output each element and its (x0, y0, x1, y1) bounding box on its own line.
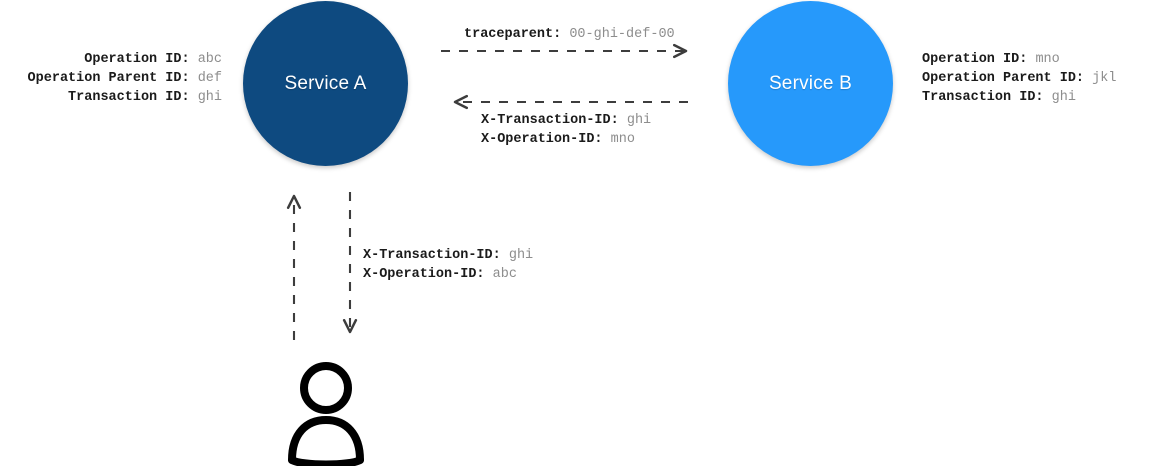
metadata-key: Transaction ID: (68, 90, 190, 105)
metadata-key: Operation ID: (84, 52, 190, 67)
header-key: X-Operation-ID: (481, 132, 603, 147)
metadata-row: Operation ID: mno (922, 50, 1157, 69)
service-a-metadata: Operation ID: abc Operation Parent ID: d… (0, 50, 222, 107)
metadata-row: Operation Parent ID: def (0, 69, 222, 88)
header-key: traceparent: (464, 27, 562, 42)
header-value: ghi (626, 113, 652, 128)
service-b-label: Service B (768, 72, 853, 94)
user-response-headers-label: X-Transaction-ID: ghi X-Operation-ID: ab… (363, 246, 533, 284)
header-value: ghi (508, 248, 534, 263)
header-row: X-Transaction-ID: ghi (481, 111, 651, 130)
header-row: traceparent: 00-ghi-def-00 (464, 25, 675, 44)
header-key: X-Transaction-ID: (481, 113, 619, 128)
metadata-value: def (197, 71, 222, 86)
header-row: X-Operation-ID: mno (481, 130, 651, 149)
header-value: 00-ghi-def-00 (569, 27, 675, 42)
header-key: X-Operation-ID: (363, 267, 485, 282)
service-a-node[interactable]: Service A (243, 1, 408, 166)
metadata-row: Transaction ID: ghi (922, 88, 1157, 107)
metadata-row: Transaction ID: ghi (0, 88, 222, 107)
service-a-label: Service A (284, 72, 367, 94)
metadata-row: Operation ID: abc (0, 50, 222, 69)
service-b-metadata: Operation ID: mno Operation Parent ID: j… (922, 50, 1157, 107)
metadata-value: mno (1035, 52, 1060, 67)
header-value: mno (610, 132, 635, 147)
metadata-key: Operation ID: (922, 52, 1028, 67)
metadata-key: Transaction ID: (922, 90, 1044, 105)
traceparent-label: traceparent: 00-ghi-def-00 (464, 25, 675, 44)
header-value: abc (492, 267, 517, 282)
metadata-key: Operation Parent ID: (27, 71, 190, 86)
user-icon (288, 362, 364, 466)
header-row: X-Transaction-ID: ghi (363, 246, 533, 265)
metadata-value: ghi (1051, 90, 1076, 105)
response-headers-label: X-Transaction-ID: ghi X-Operation-ID: mn… (481, 111, 651, 149)
metadata-row: Operation Parent ID: jkl (922, 69, 1157, 88)
metadata-value: jkl (1092, 71, 1117, 86)
metadata-value: ghi (197, 90, 222, 105)
header-row: X-Operation-ID: abc (363, 265, 533, 284)
metadata-value: abc (197, 52, 222, 67)
header-key: X-Transaction-ID: (363, 248, 501, 263)
metadata-key: Operation Parent ID: (922, 71, 1085, 86)
service-b-node[interactable]: Service B (728, 1, 893, 166)
